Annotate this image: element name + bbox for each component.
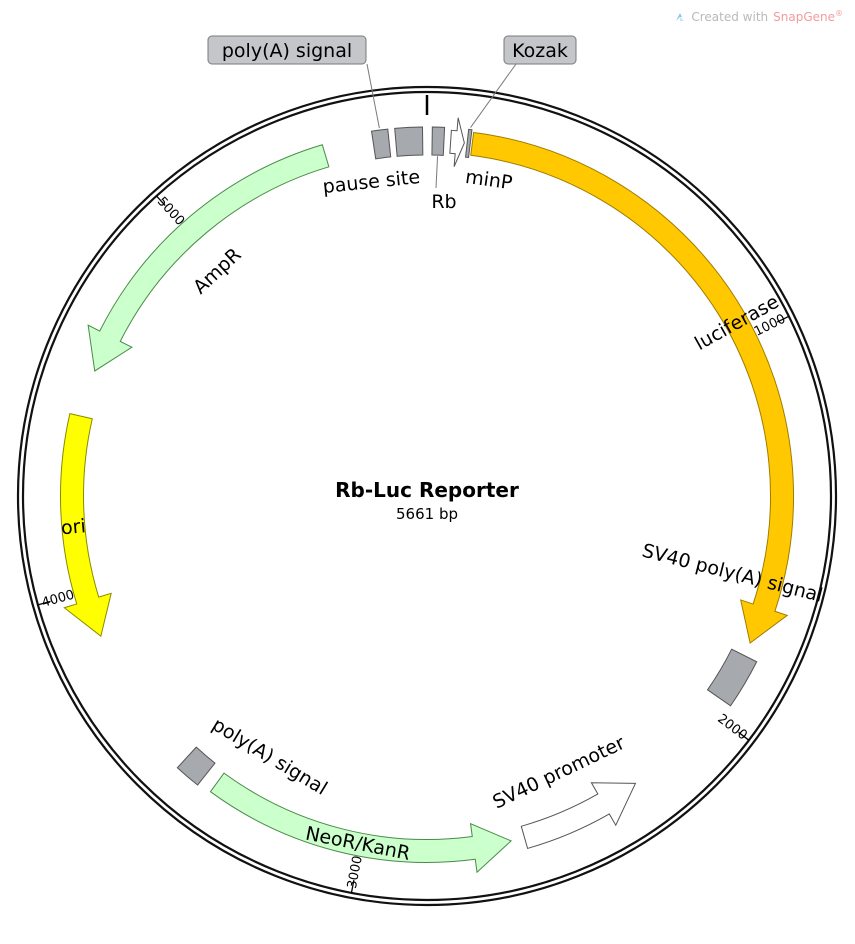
callout-line-polya-top <box>366 63 380 129</box>
features <box>60 117 794 874</box>
watermark: Created with SnapGene® <box>674 9 843 24</box>
feature-ori <box>60 413 112 638</box>
tick-label-3000: 3000 <box>345 855 366 890</box>
tick-mark-4000 <box>37 600 51 606</box>
tick-mark-3000 <box>350 879 355 893</box>
backbone-outer-ring <box>16 85 838 907</box>
feature-minp <box>449 117 465 167</box>
tick-mark-5000 <box>156 195 166 207</box>
label-ampr: AmpR <box>189 244 246 299</box>
feature-luciferase <box>470 131 794 644</box>
label-ori: ori <box>60 515 87 539</box>
label-rb: Rb <box>431 191 456 213</box>
feature-kozak <box>464 128 473 159</box>
callout-line-rb <box>435 156 439 189</box>
label-polya-top: poly(A) signal <box>222 40 352 62</box>
label-kozak: Kozak <box>512 40 568 62</box>
tick-mark-1000 <box>776 315 790 323</box>
plasmid-backbone <box>16 85 838 907</box>
feature-ampr <box>87 144 330 372</box>
watermark-text: Created with <box>691 9 769 24</box>
plasmid-name: Rb-Luc Reporter <box>335 478 519 502</box>
snapgene-logo-icon <box>676 12 685 21</box>
callout-box-polya-top <box>207 35 367 65</box>
tick-label-2000: 2000 <box>714 712 749 744</box>
feature-sv40-polya-cw <box>706 648 758 707</box>
watermark-registered-mark: ® <box>835 9 843 18</box>
label-minp: minP <box>464 166 514 194</box>
callout-box-kozak <box>503 35 577 65</box>
feature-rb <box>431 126 446 156</box>
tick-mark-2000 <box>738 731 750 741</box>
callout-line-kozak <box>470 63 517 128</box>
feature-pause-site <box>394 126 424 157</box>
backbone-inner-ring <box>21 90 833 902</box>
feature-sv40-promoter <box>520 782 637 850</box>
feature-polya-top <box>370 128 392 160</box>
label-sv40-polya-cw: SV40 poly(A) signal <box>640 540 825 607</box>
watermark-brand-name: SnapGene <box>773 10 835 24</box>
feature-polya-lower <box>176 746 216 786</box>
feature-neor-kanr <box>209 772 513 874</box>
watermark-brand: SnapGene® <box>773 9 843 24</box>
label-pause-site: pause site <box>322 166 421 198</box>
plasmid-length: 5661 bp <box>396 505 458 523</box>
